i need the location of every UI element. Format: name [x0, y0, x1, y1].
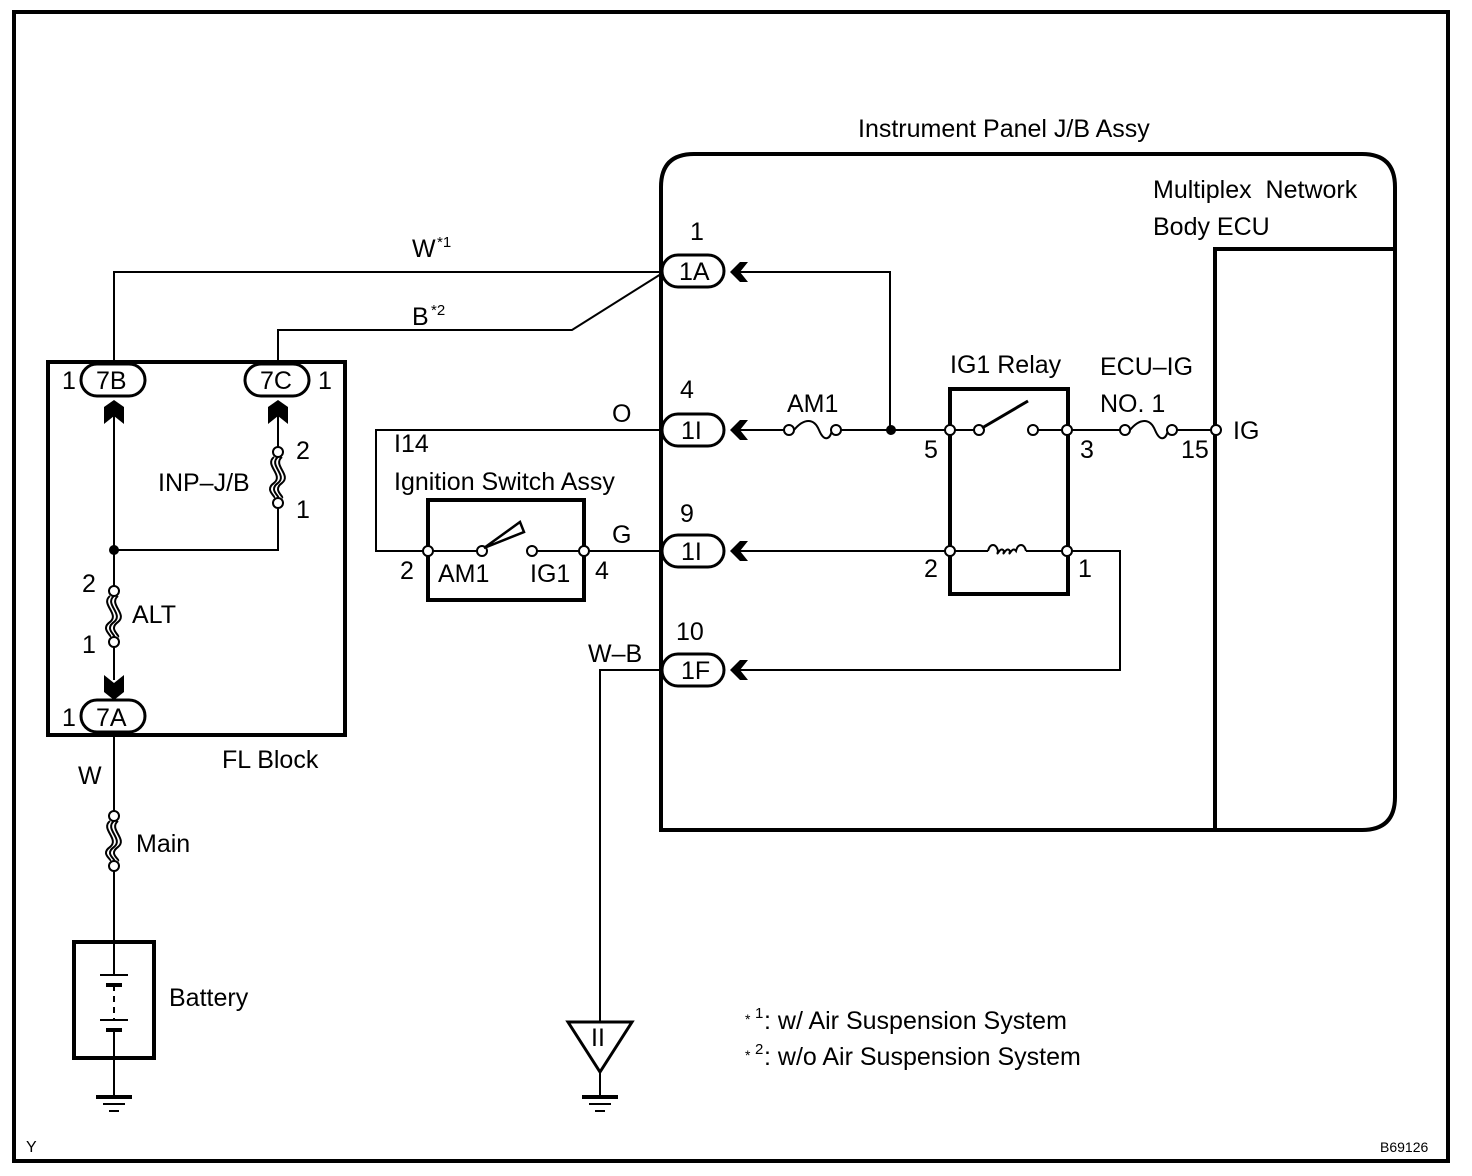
wire-w-label: W — [412, 235, 436, 263]
ground-point-ii: II — [565, 1020, 635, 1075]
fl-block-title: FL Block — [222, 746, 319, 774]
arrow-7c — [268, 400, 288, 424]
svg-text:9: 9 — [680, 500, 694, 528]
svg-text:5: 5 — [924, 436, 938, 464]
svg-text:ALT: ALT — [132, 601, 176, 629]
svg-text:IG1 Relay: IG1 Relay — [950, 351, 1062, 379]
ecu-ig-pin-number: 15 — [1181, 436, 1209, 464]
svg-text:10: 10 — [676, 618, 704, 646]
svg-text:NO. 1: NO. 1 — [1100, 390, 1165, 418]
svg-text:1: 1 — [690, 218, 704, 246]
body-ecu: Multiplex Network Body ECU IG 15 — [1153, 176, 1395, 830]
page-frame — [12, 10, 1450, 1163]
connector-7b-pin: 1 — [62, 367, 76, 395]
ecu-ig-terminal — [1210, 424, 1222, 436]
wire-w-battery-label: W — [78, 762, 102, 790]
svg-text:1: 1 — [296, 496, 310, 524]
ignition-switch: 2 AM1 IG1 4 — [400, 498, 609, 602]
arrow-7a — [104, 675, 124, 700]
fuse-am1: AM1 — [783, 390, 842, 440]
svg-text:7C: 7C — [260, 367, 292, 395]
connector-7a-pin: 1 — [62, 704, 76, 732]
fuse-alt: ALT 2 1 — [82, 570, 176, 659]
ignition-switch-title: Ignition Switch Assy — [394, 468, 615, 496]
connector-1i-pin4: 1I 4 — [660, 376, 748, 448]
svg-text:ECU–IG: ECU–IG — [1100, 353, 1193, 381]
fl-block: FL Block — [46, 360, 347, 774]
svg-text:1I: 1I — [681, 538, 702, 566]
svg-text:2: 2 — [400, 557, 414, 585]
wire-b-label: B — [412, 303, 429, 331]
connector-1a: 1A 1 — [660, 218, 748, 289]
svg-text:Main: Main — [136, 830, 190, 858]
fuse-ecu-ig-no1: ECU–IG NO. 1 — [1100, 353, 1193, 440]
body-ecu-title-line2: Body ECU — [1153, 213, 1270, 241]
note-2-mark: * — [745, 1047, 751, 1063]
svg-text:Battery: Battery — [169, 984, 249, 1012]
note-1-text: : w/ Air Suspension System — [764, 1007, 1067, 1035]
wire-b-note: *2 — [431, 302, 445, 319]
connector-1i-pin9: 1I 9 — [660, 500, 748, 569]
svg-text:AM1: AM1 — [787, 390, 838, 418]
wire-b-star2 — [277, 273, 662, 364]
svg-text:7A: 7A — [96, 704, 127, 732]
junction-dot-fl — [109, 545, 119, 555]
connector-1f: 1F 10 — [660, 618, 748, 688]
body-ecu-title-line1: Multiplex Network — [1153, 176, 1358, 204]
svg-text:INP–J/B: INP–J/B — [158, 469, 250, 497]
battery: Battery — [72, 940, 249, 1060]
connector-7c-pin: 1 — [318, 367, 332, 395]
wire-w-star1 — [113, 271, 661, 364]
note-1-num: 1 — [755, 1005, 763, 1022]
relay-coil-icon — [987, 544, 1027, 555]
notes: * 1 : w/ Air Suspension System * 2 : w/o… — [745, 1005, 1081, 1071]
svg-text:7B: 7B — [96, 367, 127, 395]
corner-mark: Y — [26, 1139, 37, 1156]
wire-w-note: *1 — [437, 234, 451, 251]
fuse-inp-jb: INP–J/B 2 1 — [158, 437, 310, 524]
svg-text:1A: 1A — [679, 258, 710, 286]
wire-wb — [599, 669, 661, 1022]
junction-dot-am1 — [886, 425, 896, 435]
svg-text:AM1: AM1 — [438, 560, 489, 588]
connector-7a: 7A 1 — [62, 675, 147, 734]
svg-text:IG1: IG1 — [530, 560, 570, 588]
note-2-num: 2 — [755, 1041, 763, 1058]
wire-o — [375, 429, 661, 552]
svg-text:2: 2 — [82, 570, 96, 598]
wire-wb-label: W–B — [588, 640, 642, 668]
ground-symbol-chassis — [582, 1095, 618, 1112]
fuse-main: Main — [105, 810, 190, 872]
ecu-ig-pin-label: IG — [1233, 417, 1259, 445]
note-2-text: : w/o Air Suspension System — [764, 1043, 1081, 1071]
arrow-7b — [104, 400, 124, 424]
svg-text:3: 3 — [1080, 436, 1094, 464]
svg-text:4: 4 — [595, 557, 609, 585]
fl-block-box — [46, 360, 347, 737]
body-ecu-box — [1213, 247, 1395, 830]
instrument-panel-box — [659, 152, 1397, 832]
instrument-panel-jb: Instrument Panel J/B Assy — [659, 115, 1397, 832]
connector-7c: 7C 1 — [243, 362, 332, 424]
svg-text:4: 4 — [680, 376, 694, 404]
svg-text:2: 2 — [924, 555, 938, 583]
wire-g-label: G — [612, 521, 631, 549]
ground-symbol-battery — [96, 1095, 132, 1112]
svg-text:II: II — [591, 1024, 605, 1052]
instrument-panel-title: Instrument Panel J/B Assy — [858, 115, 1150, 143]
ignition-switch-code: I14 — [394, 430, 429, 458]
svg-text:1I: 1I — [681, 417, 702, 445]
connector-7b: 7B 1 — [62, 362, 147, 424]
ig1-relay: IG1 Relay 5 3 2 1 — [924, 351, 1094, 596]
note-1-mark: * — [745, 1011, 751, 1027]
svg-text:1: 1 — [82, 631, 96, 659]
svg-text:1: 1 — [1078, 555, 1092, 583]
svg-text:2: 2 — [296, 437, 310, 465]
wire-o-label: O — [612, 400, 631, 428]
svg-text:1F: 1F — [681, 657, 710, 685]
figure-id: B69126 — [1380, 1139, 1428, 1155]
